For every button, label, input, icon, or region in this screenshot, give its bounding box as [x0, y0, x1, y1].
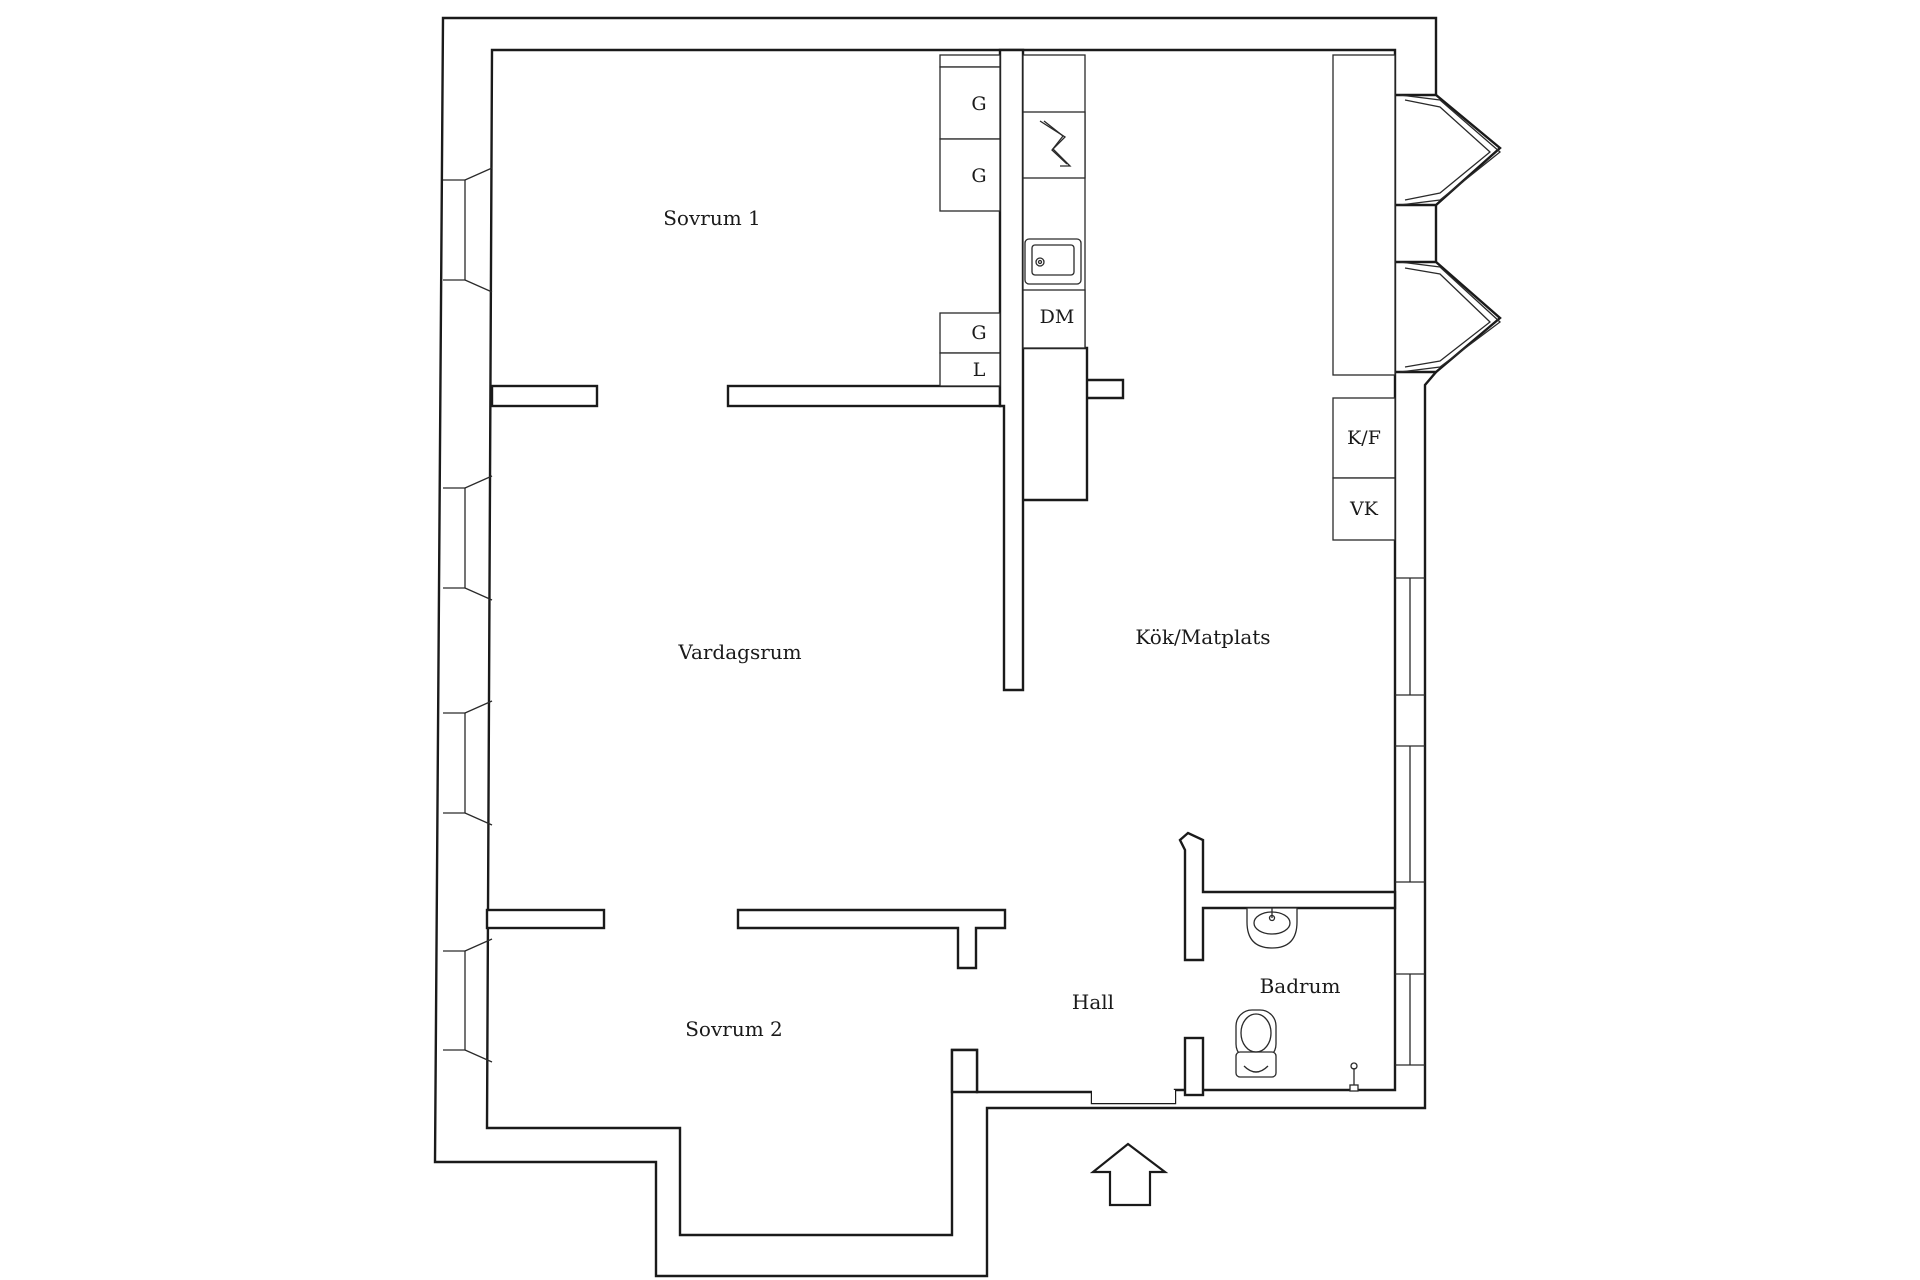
fixture-label-kf: K/F: [1347, 427, 1381, 449]
toilet-icon: [1235, 1009, 1277, 1078]
fixture-label-vk: VK: [1349, 498, 1379, 520]
window-left-sovrum2: [443, 938, 493, 1063]
fixture-label-dm: DM: [1040, 306, 1075, 328]
room-label-vardagsrum: Vardagsrum: [677, 640, 801, 664]
dishwasher: [1022, 289, 1086, 349]
fixture-label-l: L: [973, 359, 986, 381]
fixture-label-g-1: G: [971, 93, 986, 115]
wall-sovrum2-left: [485, 908, 606, 930]
stove-icon: [1022, 111, 1086, 179]
kitchen-tall-cabinet: [1332, 54, 1396, 376]
wardrobe-top-1: [939, 54, 1001, 140]
window-right-kitchen-1: [1395, 577, 1425, 696]
room-label-hall: Hall: [1072, 990, 1114, 1014]
window-right-kitchen-2: [1395, 745, 1425, 883]
wall-living-kitchen: [998, 48, 1125, 692]
wall-hall-badrum-lower: [1183, 1036, 1205, 1097]
bay-window-lower: [1393, 260, 1502, 374]
sink-icon: [1024, 238, 1082, 285]
room-label-sovrum1: Sovrum 1: [663, 206, 761, 230]
entrance-arrow-icon: [1089, 1142, 1169, 1207]
fridge-freezer: [1332, 397, 1396, 479]
wall-sovrum2-right: [736, 908, 1007, 970]
window-right-badrum: [1395, 973, 1425, 1066]
wall-sovrum1-right: [726, 384, 1002, 408]
heater-cabinet: [1332, 477, 1396, 541]
washbasin-icon: [1246, 907, 1298, 949]
wardrobe-bottom: [939, 312, 1001, 354]
wardrobe-top-2: [939, 138, 1001, 212]
window-left-sovrum1: [443, 167, 493, 293]
room-label-kok-matplats: Kök/Matplats: [1135, 625, 1270, 649]
bay-window-upper: [1393, 93, 1502, 207]
wall-sovrum2-hall: [950, 1048, 979, 1094]
exterior-wall: [433, 16, 1438, 1278]
floor-drain-icon: [1349, 1062, 1359, 1092]
room-label-badrum: Badrum: [1260, 974, 1341, 998]
wall-hall-badrum-upper: [1178, 831, 1397, 962]
fixture-label-g-3: G: [971, 322, 986, 344]
fixture-label-g-2: G: [971, 165, 986, 187]
window-left-vardagsrum-2: [443, 700, 493, 826]
window-left-vardagsrum-1: [443, 475, 493, 601]
linen-cabinet: [939, 352, 1001, 387]
entrance-opening: [1092, 1090, 1175, 1103]
wall-sovrum1-left: [490, 384, 599, 408]
room-label-sovrum2: Sovrum 2: [685, 1017, 783, 1041]
